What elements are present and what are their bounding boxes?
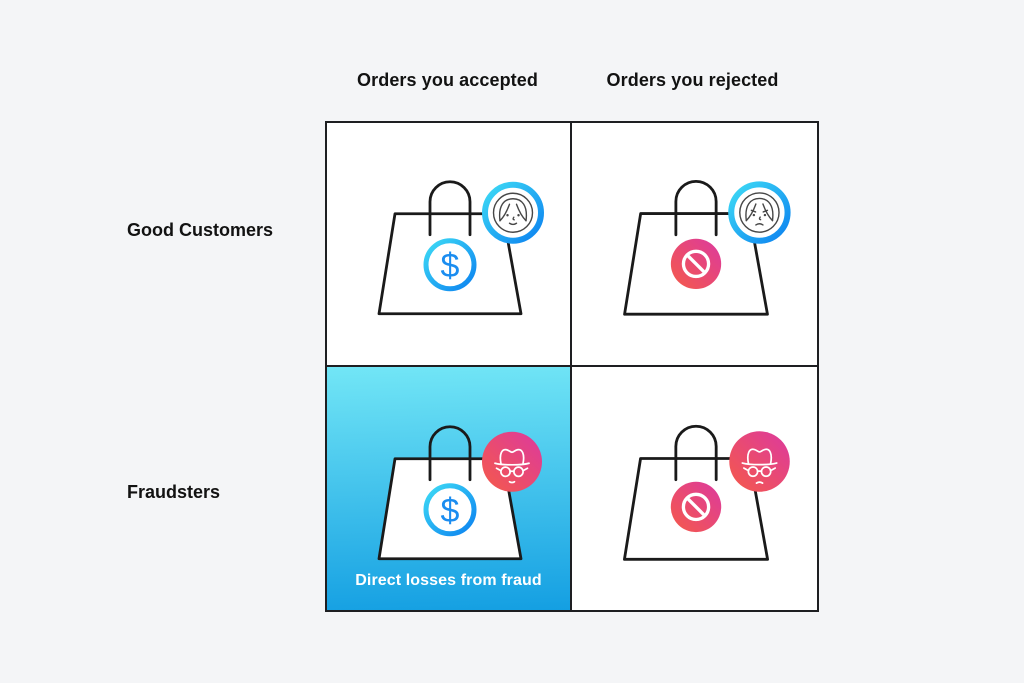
matrix-grid: Direct losses from fraud <box>325 121 819 612</box>
dollar-badge-icon <box>426 485 474 533</box>
direct-losses-caption: Direct losses from fraud <box>355 572 542 589</box>
fraudster-sad-icon <box>728 429 791 493</box>
customer-happy-icon <box>485 185 541 241</box>
customer-sad-icon <box>731 184 787 240</box>
column-header-rejected: Orders you rejected <box>606 70 779 90</box>
blocked-badge-icon <box>669 237 723 291</box>
dollar-badge-icon <box>426 241 474 289</box>
column-header-accepted: Orders you accepted <box>357 70 538 90</box>
cell-fraudsters-rejected <box>572 366 817 610</box>
fraudster-icon <box>481 430 543 493</box>
cell-good-customers-rejected <box>572 123 817 367</box>
row-label-fraudsters: Fraudsters <box>127 482 221 502</box>
blocked-badge-icon <box>669 479 723 534</box>
cell-good-customers-accepted <box>327 123 572 367</box>
row-label-good-customers: Good Customers <box>127 220 274 240</box>
cell-fraudsters-accepted: Direct losses from fraud <box>327 366 572 610</box>
